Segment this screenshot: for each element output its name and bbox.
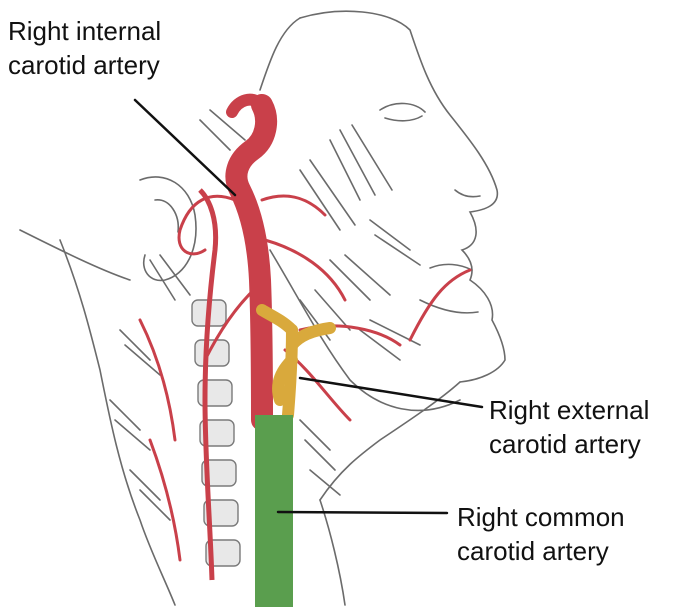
head-outline [19, 10, 506, 606]
label-external-line2: carotid artery [489, 429, 641, 459]
external-carotid-artery [256, 304, 336, 421]
label-internal-line2: carotid artery [8, 50, 160, 80]
leader-lines [133, 98, 484, 515]
internal-carotid-curve [226, 93, 268, 118]
cervical-vertebrae [191, 299, 241, 567]
internal-carotid-artery [225, 94, 278, 431]
label-common-line2: carotid artery [457, 536, 609, 566]
label-right-common-carotid: Right common carotid artery [457, 500, 625, 568]
label-right-internal-carotid: Right internal carotid artery [8, 14, 161, 82]
leader-line-common [276, 510, 449, 515]
leader-line-external [298, 376, 484, 409]
label-internal-line1: Right internal [8, 16, 162, 46]
leader-line-internal [133, 98, 237, 197]
vertebral-artery [198, 188, 219, 581]
label-right-external-carotid: Right external carotid artery [489, 393, 649, 461]
label-external-line1: Right external [489, 395, 650, 425]
label-common-line1: Right common [457, 502, 625, 532]
